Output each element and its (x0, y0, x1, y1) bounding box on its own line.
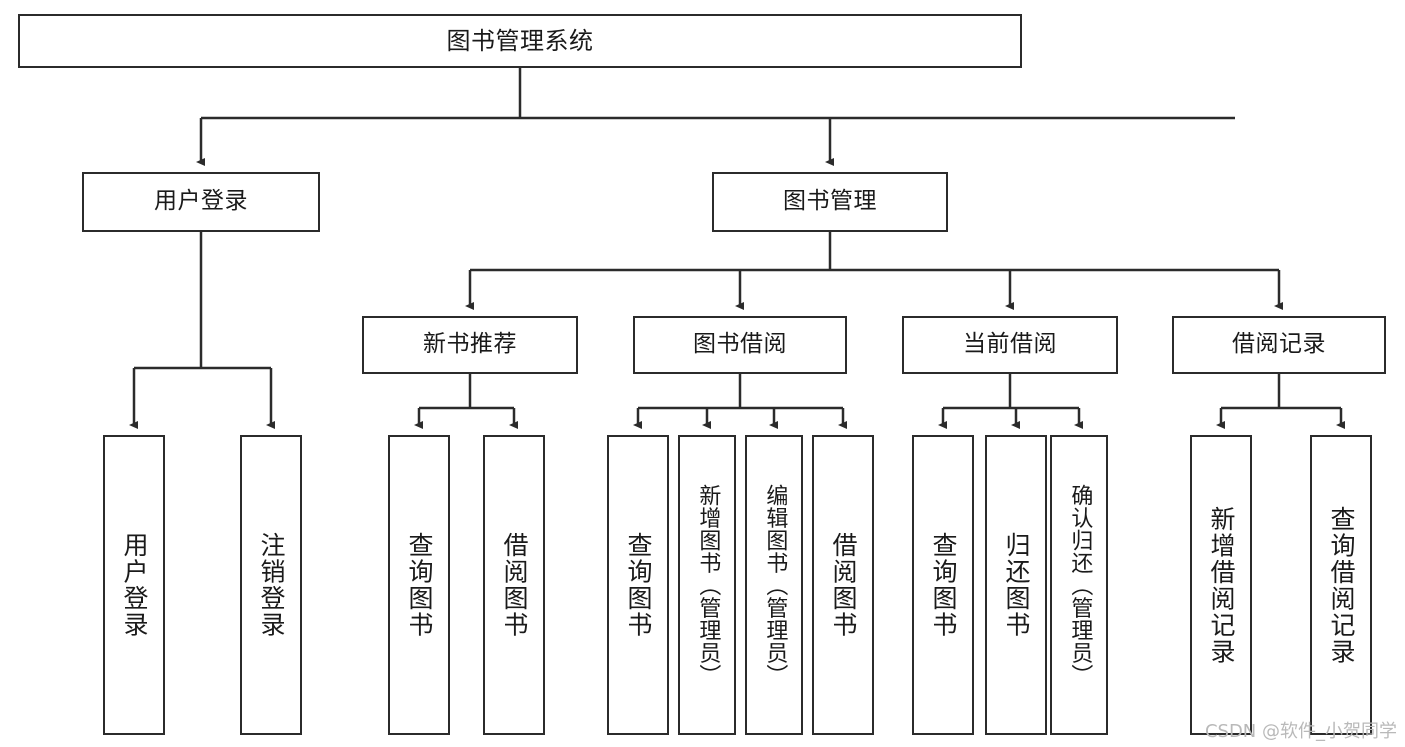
leaf-add-borrow-record[interactable]: 新增借阅记录 (1190, 435, 1252, 735)
node-current-borrow-label: 当前借阅 (963, 331, 1057, 358)
watermark: CSDN @软件_小贺同学 (1204, 721, 1397, 742)
leaf-logout-label: 注销登录 (257, 532, 286, 638)
leaf-confirm-return-admin-label: 确认归还（管理员） (1067, 483, 1093, 687)
leaf-return-book[interactable]: 归还图书 (985, 435, 1047, 735)
node-book-borrow-label: 图书借阅 (693, 331, 787, 358)
leaf-borrow-book-label: 借阅图书 (829, 532, 858, 638)
leaf-add-borrow-record-label: 新增借阅记录 (1207, 505, 1236, 665)
leaf-confirm-return-admin[interactable]: 确认归还（管理员） (1050, 435, 1108, 735)
node-root[interactable]: 图书管理系统 (18, 14, 1022, 68)
leaf-search-borrow-record-label: 查询借阅记录 (1327, 505, 1356, 665)
leaf-return-book-label: 归还图书 (1002, 532, 1031, 638)
leaf-search-book-recommend[interactable]: 查询图书 (388, 435, 450, 735)
node-borrow-record[interactable]: 借阅记录 (1172, 316, 1386, 374)
leaf-add-book-admin-label: 新增图书（管理员） (695, 483, 721, 687)
node-current-borrow[interactable]: 当前借阅 (902, 316, 1118, 374)
node-root-label: 图书管理系统 (446, 26, 594, 55)
leaf-search-book-borrow-label: 查询图书 (624, 532, 653, 638)
leaf-user-login-label: 用户登录 (120, 532, 149, 638)
leaf-add-book-admin[interactable]: 新增图书（管理员） (678, 435, 736, 735)
leaf-borrow-book-recommend-label: 借阅图书 (500, 532, 529, 638)
leaf-user-login[interactable]: 用户登录 (103, 435, 165, 735)
leaf-borrow-book-recommend[interactable]: 借阅图书 (483, 435, 545, 735)
leaf-logout[interactable]: 注销登录 (240, 435, 302, 735)
leaf-borrow-book[interactable]: 借阅图书 (812, 435, 874, 735)
leaf-search-book-current-label: 查询图书 (929, 532, 958, 638)
leaf-search-book-recommend-label: 查询图书 (405, 532, 434, 638)
node-book-management-label: 图书管理 (783, 188, 877, 215)
node-user-login-label: 用户登录 (154, 188, 248, 215)
node-new-book-recommend-label: 新书推荐 (423, 331, 517, 358)
node-new-book-recommend[interactable]: 新书推荐 (362, 316, 578, 374)
node-book-borrow[interactable]: 图书借阅 (633, 316, 847, 374)
leaf-search-book-borrow[interactable]: 查询图书 (607, 435, 669, 735)
leaf-edit-book-admin-label: 编辑图书（管理员） (762, 483, 788, 687)
node-book-management[interactable]: 图书管理 (712, 172, 948, 232)
leaf-search-book-current[interactable]: 查询图书 (912, 435, 974, 735)
node-borrow-record-label: 借阅记录 (1232, 331, 1326, 358)
node-user-login[interactable]: 用户登录 (82, 172, 320, 232)
leaf-edit-book-admin[interactable]: 编辑图书（管理员） (745, 435, 803, 735)
leaf-search-borrow-record[interactable]: 查询借阅记录 (1310, 435, 1372, 735)
